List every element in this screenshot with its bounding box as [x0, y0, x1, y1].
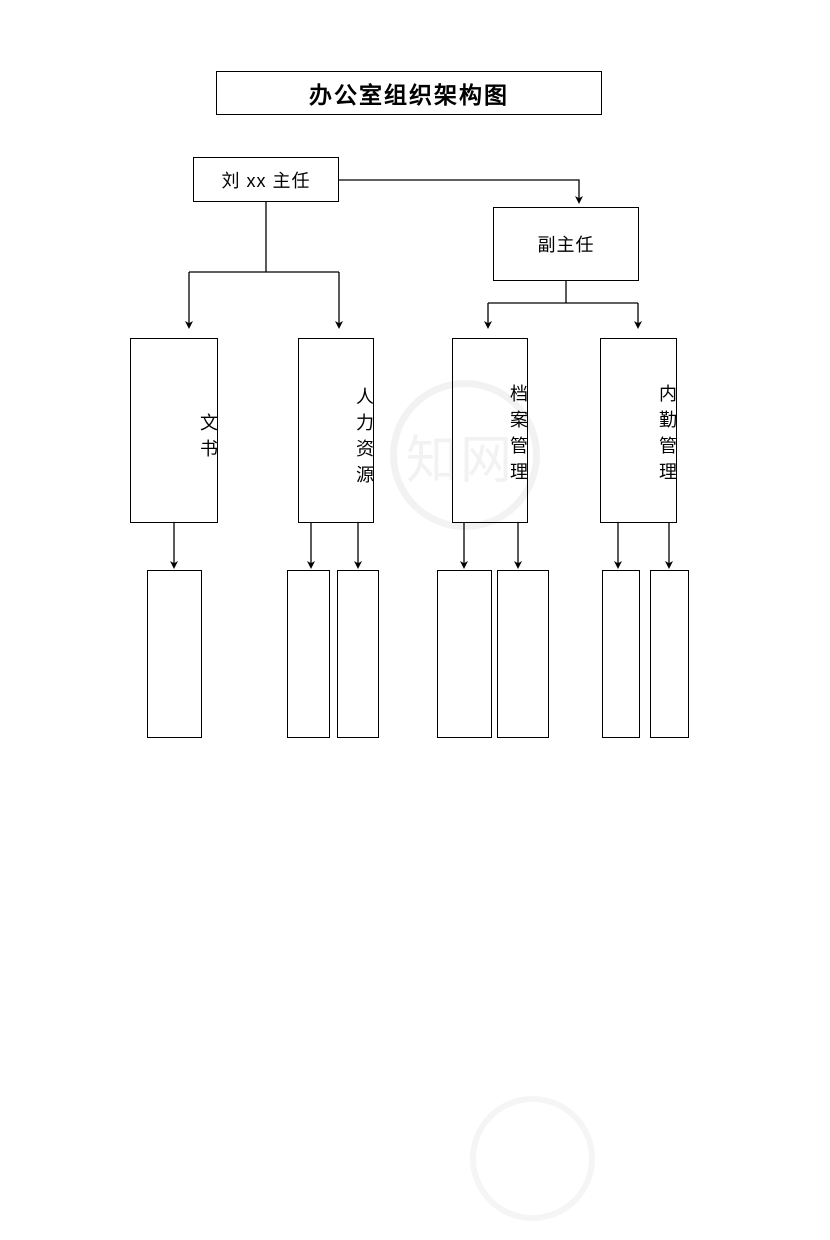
leaf-box-1[interactable] — [147, 570, 202, 738]
node-dept-human-resources[interactable]: 人力资源 — [298, 338, 374, 523]
node-dept-archives-management-label: 档案管理 — [508, 383, 528, 488]
watermark-ring-icon-2 — [470, 1096, 595, 1221]
leaf-box-3[interactable] — [337, 570, 379, 738]
node-dept-internal-affairs-management[interactable]: 内勤管理 — [600, 338, 677, 523]
chart-title-text: 办公室组织架构图 — [309, 82, 509, 108]
node-dept-human-resources-label: 人力资源 — [354, 386, 374, 491]
watermark-secondary — [420, 1090, 640, 1240]
leaf-box-5[interactable] — [497, 570, 549, 738]
chart-title-box: 办公室组织架构图 — [216, 71, 602, 115]
leaf-box-4[interactable] — [437, 570, 492, 738]
node-dept-internal-affairs-management-label: 内勤管理 — [657, 383, 677, 488]
leaf-box-7[interactable] — [650, 570, 689, 738]
leaf-box-2[interactable] — [287, 570, 330, 738]
node-deputy-director[interactable]: 副主任 — [493, 207, 639, 281]
org-chart-canvas: 知网 — [130, 71, 689, 1221]
node-dept-documents-label: 文书 — [198, 412, 218, 465]
node-director[interactable]: 刘 xx 主任 — [193, 157, 339, 202]
node-director-label: 刘 xx 主任 — [221, 170, 311, 191]
node-deputy-director-label: 副主任 — [537, 235, 595, 255]
connector-lines — [170, 179, 673, 569]
leaf-box-6[interactable] — [602, 570, 640, 738]
node-dept-archives-management[interactable]: 档案管理 — [452, 338, 528, 523]
node-dept-documents[interactable]: 文书 — [130, 338, 218, 523]
